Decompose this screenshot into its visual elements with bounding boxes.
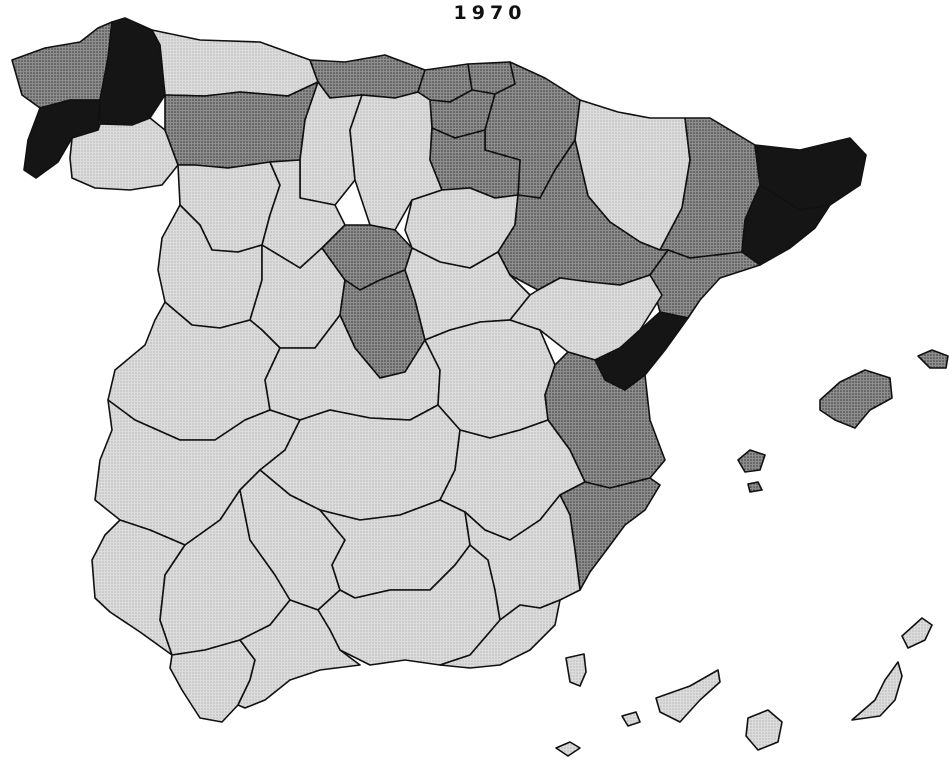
- region-cantabria: [309, 54, 426, 99]
- region-pontevedra: [23, 99, 101, 179]
- region-asturias: [151, 29, 319, 97]
- region-a-coruna: [11, 21, 113, 109]
- region-el-hierro: [555, 741, 581, 757]
- region-fuerteventura: [851, 661, 903, 721]
- map-title: 1970: [453, 2, 527, 24]
- region-murcia: [464, 494, 581, 621]
- region-menorca: [917, 349, 949, 369]
- region-tarragona: [649, 249, 761, 319]
- region-almeria: [439, 599, 561, 669]
- region-la-palma: [565, 653, 587, 687]
- region-la-gomera: [621, 711, 641, 727]
- region-barcelona: [741, 184, 831, 266]
- region-teruel: [509, 274, 663, 361]
- region-palencia: [299, 81, 363, 206]
- region-tenerife: [655, 669, 721, 723]
- region-ibiza: [737, 449, 766, 473]
- region-lanzarote: [901, 617, 933, 649]
- region-leon: [164, 81, 319, 169]
- region-huelva: [91, 519, 186, 656]
- region-malaga: [237, 599, 361, 709]
- region-gran-canaria: [745, 709, 783, 751]
- region-formentera: [747, 481, 763, 493]
- region-mallorca: [819, 369, 893, 429]
